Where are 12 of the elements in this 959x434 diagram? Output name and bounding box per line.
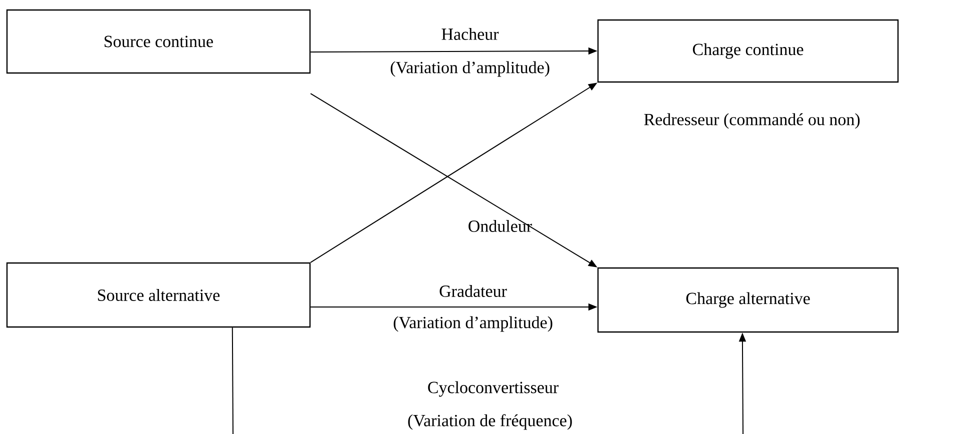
edge-label: Redresseur (commandé ou non) — [644, 113, 860, 129]
edge-label: Hacheur — [442, 28, 499, 40]
converter-box: Charge alternative — [597, 267, 899, 333]
converter-box: Source alternative — [6, 262, 311, 328]
label: (Variation d’amplitude) — [390, 61, 550, 77]
edge-label: Onduleur — [468, 220, 532, 232]
label: (Variation de fréquence) — [408, 414, 572, 430]
label: Cycloconvertisseur — [428, 381, 558, 397]
label: (Variation d’amplitude) — [394, 316, 552, 332]
edge-label: Gradateur — [440, 285, 507, 297]
converter-box: Source continue — [6, 9, 311, 74]
converter-box: Charge continue — [597, 19, 899, 83]
